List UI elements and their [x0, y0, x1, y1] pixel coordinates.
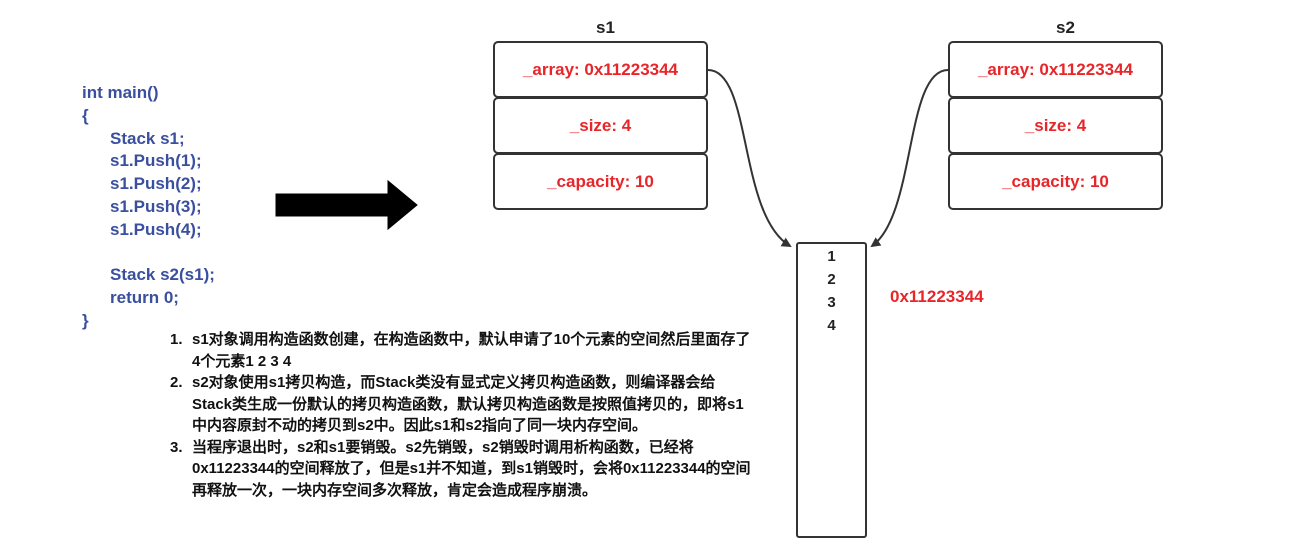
memory-value: 1 — [827, 248, 836, 265]
code-line: } — [82, 310, 89, 330]
memory-block: 1 2 3 4 — [796, 242, 867, 538]
note-item: 2. s2对象使用s1拷贝构造，而Stack类没有显式定义拷贝构造函数，则编译器… — [170, 372, 780, 437]
s2-capacity-field: _capacity: 10 — [948, 153, 1163, 210]
memory-address: 0x11223344 — [890, 287, 984, 306]
note-number: 2. — [170, 374, 183, 391]
s1-size-field: _size: 4 — [493, 97, 708, 154]
note-text: s2对象使用s1拷贝构造，而Stack类没有显式定义拷贝构造函数，则编译器会给S… — [192, 374, 744, 434]
code-line: s1.Push(4); — [110, 219, 202, 239]
note-number: 3. — [170, 438, 183, 456]
explanation-notes: 1. s1对象调用构造函数创建，在构造函数中，默认申请了10个元素的空间然后里面… — [170, 329, 780, 501]
memory-value: 4 — [827, 317, 836, 334]
memory-value: 2 — [827, 271, 836, 288]
s2-size-field: _size: 4 — [948, 97, 1163, 154]
code-line: s1.Push(1); — [110, 151, 202, 171]
code-line: s1.Push(3); — [110, 196, 202, 216]
s1-pointer-arrow — [707, 69, 792, 248]
code-line: s1.Push(2); — [110, 174, 202, 194]
s1-label: s1 — [596, 18, 615, 37]
code-line: { — [82, 105, 89, 125]
code-line: return 0; — [110, 288, 179, 308]
s2-pointer-arrow — [870, 69, 949, 248]
note-text: 当程序退出时，s2和s1要销毁。s2先销毁，s2销毁时调用析构函数，已经将0x1… — [192, 438, 751, 499]
note-text: s1对象调用构造函数创建，在构造函数中，默认申请了10个元素的空间然后里面存了4… — [192, 331, 751, 370]
code-line: Stack s1; — [110, 128, 185, 148]
s1-array-field: _array: 0x11223344 — [493, 41, 708, 98]
note-item: 1. s1对象调用构造函数创建，在构造函数中，默认申请了10个元素的空间然后里面… — [170, 329, 780, 372]
s1-capacity-field: _capacity: 10 — [493, 153, 708, 210]
code-line: int main() — [82, 83, 159, 102]
s2-array-field: _array: 0x11223344 — [948, 41, 1163, 98]
note-item: 3. 当程序退出时，s2和s1要销毁。s2先销毁，s2销毁时调用析构函数，已经将… — [170, 437, 780, 502]
code-listing: int main() { Stack s1; s1.Push(1); s1.Pu… — [82, 82, 215, 333]
note-number: 1. — [170, 331, 183, 348]
big-arrow-icon — [275, 179, 418, 231]
s2-label: s2 — [1056, 18, 1075, 37]
code-line: Stack s2(s1); — [110, 265, 215, 285]
memory-value: 3 — [827, 294, 836, 311]
